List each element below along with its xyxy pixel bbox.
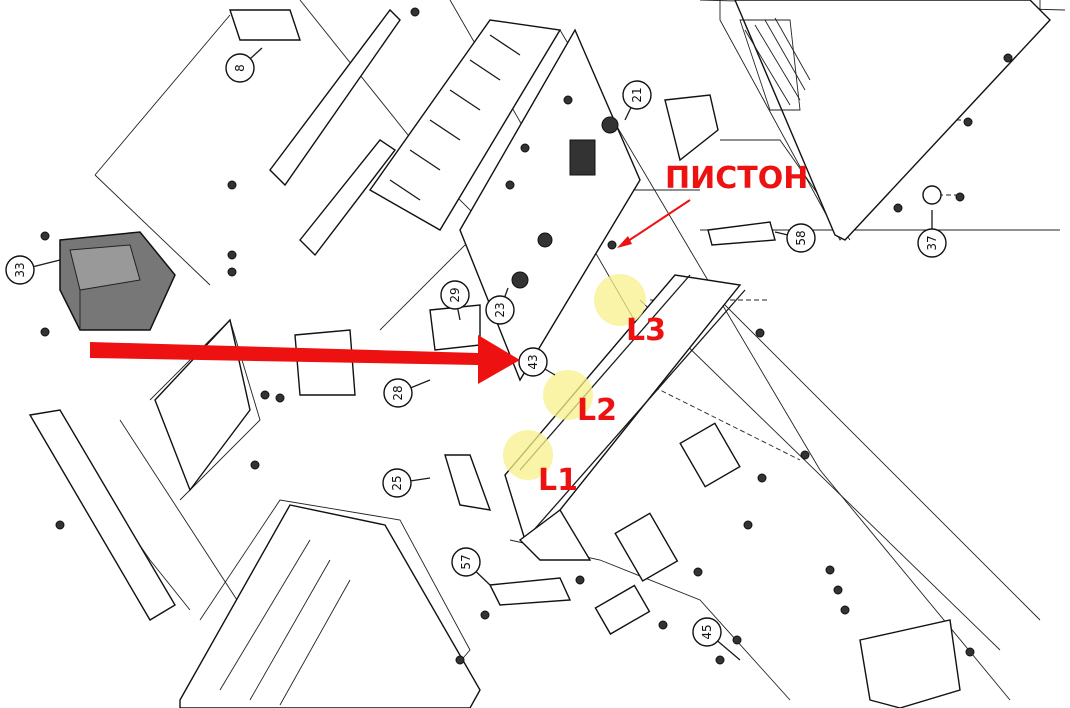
callout-circle: [5, 255, 35, 285]
callout-43: 43: [518, 347, 556, 377]
callout-circle: [451, 547, 481, 577]
callout-number: 33: [13, 262, 27, 277]
callout-circle: [622, 80, 652, 110]
callout-number: 29: [448, 287, 462, 302]
callout-circle: [485, 295, 515, 325]
red-arrow: [90, 335, 520, 384]
callout-number: 43: [526, 354, 540, 369]
callout-28: 28: [383, 378, 431, 408]
callout-23: 23: [485, 287, 515, 325]
callout-29: 29: [440, 280, 470, 321]
callout-number: 28: [391, 385, 405, 400]
highlights: [503, 274, 646, 480]
callout-21: 21: [622, 80, 652, 121]
callout-37: 37: [917, 210, 947, 258]
callout-8: 8: [225, 47, 263, 83]
callout-circle: [917, 228, 947, 258]
callout-circle: [440, 280, 470, 310]
callout-number: 23: [493, 302, 507, 317]
callout-45: 45: [692, 617, 741, 661]
highlight-l2: [543, 370, 593, 420]
callout-33: 33: [5, 255, 61, 285]
label-l2: L2: [577, 393, 617, 428]
callout-number: 58: [794, 230, 808, 245]
main-pcb: [459, 28, 719, 382]
label-l1: L1: [538, 463, 578, 498]
callout-58: 58: [774, 223, 816, 253]
callout-number: 57: [459, 554, 473, 569]
callout-circle: [786, 223, 816, 253]
transformer: [59, 231, 176, 331]
label-l3: L3: [626, 313, 666, 348]
highlight-l3: [594, 274, 646, 326]
callout-57: 57: [451, 547, 491, 586]
callout-circle: [383, 378, 413, 408]
callout-circle: [382, 468, 412, 498]
heatsink-rails: [229, 8, 562, 257]
callout-number: 25: [390, 475, 404, 490]
piston-pointer: [617, 199, 691, 248]
callout-number: 8: [233, 64, 247, 72]
callout-circle: [225, 53, 255, 83]
callouts: 8 21 33 37 58 29 23 28 43 25 57 45: [5, 47, 947, 661]
callout-25: 25: [382, 468, 431, 498]
callout-number: 37: [925, 235, 939, 250]
piston-label: ПИСТОН: [665, 161, 808, 196]
screws: [40, 7, 1013, 665]
front-rail: [504, 274, 961, 708]
top-cover: [734, 0, 1051, 241]
callout-circle: [518, 347, 548, 377]
callout-circle: [692, 617, 722, 647]
callout-number: 45: [700, 624, 714, 639]
callout-number: 21: [630, 87, 644, 102]
highlight-l1: [503, 430, 553, 480]
bottom-chassis: [28, 185, 942, 708]
